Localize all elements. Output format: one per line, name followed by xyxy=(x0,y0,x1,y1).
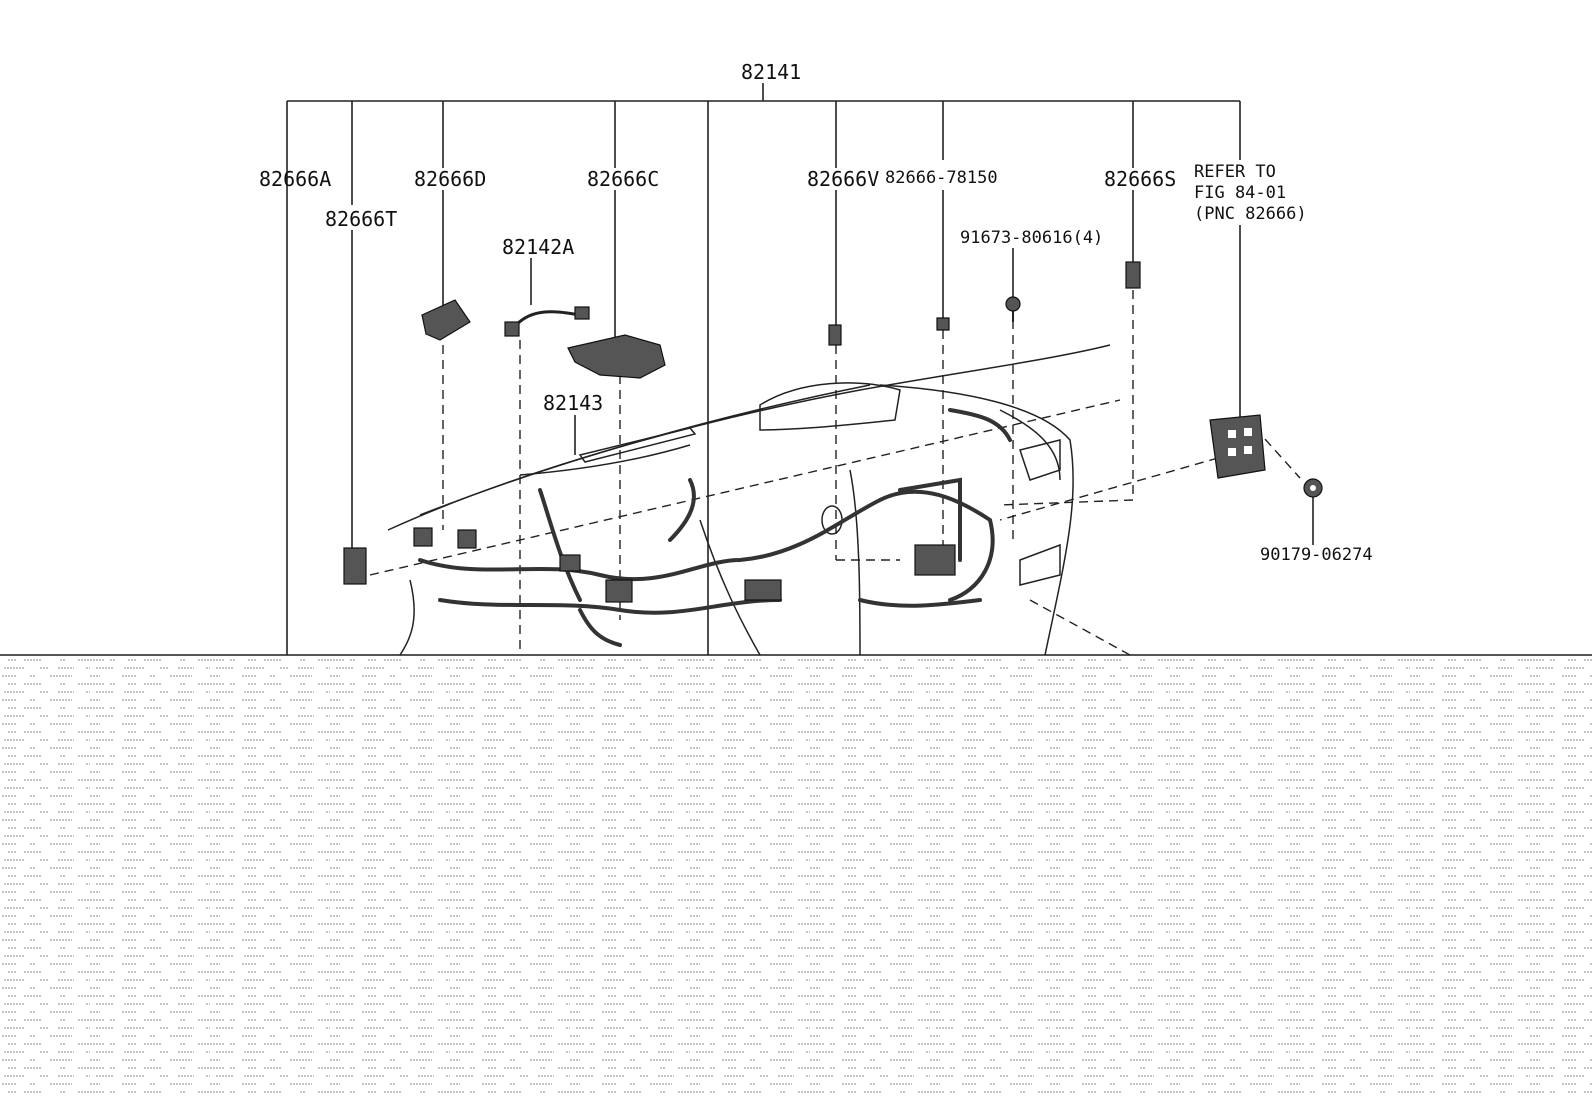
connector-82666A xyxy=(343,547,367,585)
label-fig-84-01: FIG 84-01 xyxy=(1194,183,1286,203)
switch-block-pnc-82666 xyxy=(1209,414,1266,479)
label-82666-78150: 82666-78150 xyxy=(885,168,998,188)
assembly-bracket xyxy=(286,83,1241,655)
module-82666C xyxy=(567,334,666,379)
label-82666V: 82666V xyxy=(807,167,879,191)
label-82666C: 82666C xyxy=(587,167,659,191)
label-82666A: 82666A xyxy=(259,167,331,191)
label-91673-80616: 91673-80616(4) xyxy=(960,228,1103,248)
nut-90179 xyxy=(1303,478,1323,498)
label-82666D: 82666D xyxy=(414,167,486,191)
label-82666T: 82666T xyxy=(325,207,397,231)
connector-82666D xyxy=(421,299,471,341)
label-pnc-82666: (PNC 82666) xyxy=(1194,204,1307,224)
part-82143-strip xyxy=(578,427,697,463)
clip-82666S xyxy=(1125,261,1141,289)
parts xyxy=(343,261,1323,603)
label-82666S: 82666S xyxy=(1104,167,1176,191)
label-82143: 82143 xyxy=(543,391,603,415)
labels: 82141 82666A 82666T 82666D 82142A 82666C… xyxy=(259,60,1373,565)
screw-91673 xyxy=(1005,296,1021,322)
label-assembly-82141: 82141 xyxy=(741,60,801,84)
label-90179-06274: 90179-06274 xyxy=(1260,545,1373,565)
wire-82142A xyxy=(504,306,590,337)
dashed-install-lines xyxy=(369,290,1301,656)
clip-82666-78150 xyxy=(936,317,950,331)
label-refer-to: REFER TO xyxy=(1194,162,1276,182)
leader-lines xyxy=(351,190,1314,548)
noise-region xyxy=(0,655,1592,1099)
connector-cluster-left xyxy=(413,527,956,603)
clip-82666V xyxy=(828,324,842,346)
wire-harness xyxy=(418,408,1012,647)
dashboard-outline xyxy=(387,344,1111,656)
label-82142A: 82142A xyxy=(502,235,574,259)
